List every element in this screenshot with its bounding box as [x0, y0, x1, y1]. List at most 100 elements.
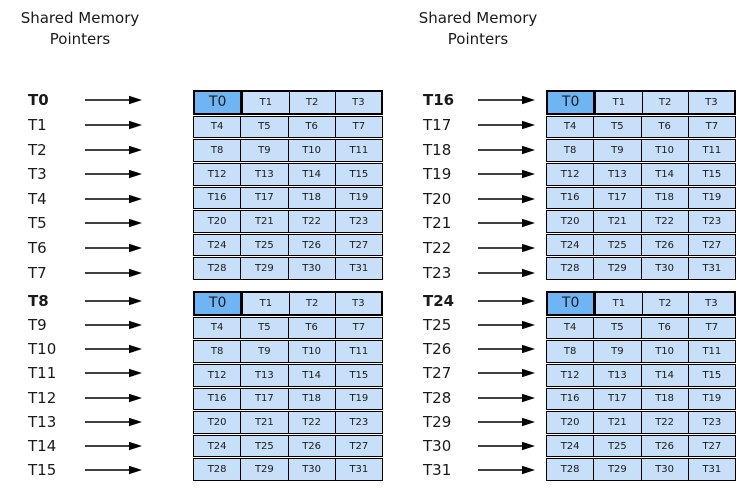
memory-cell: T10: [287, 341, 335, 362]
pointer-row: T0: [28, 88, 148, 113]
memory-cell: T8: [547, 341, 594, 362]
memory-cell: T20: [547, 412, 594, 433]
memory-cell: T27: [334, 435, 382, 457]
memory-cell: T26: [640, 435, 688, 457]
memory-cell: T21: [593, 211, 641, 232]
memory-cell: T24: [547, 234, 594, 256]
memory-cell: T26: [287, 234, 335, 256]
memory-cell: T19: [687, 187, 735, 209]
memory-cell: T4: [547, 317, 594, 339]
memory-cell: T20: [194, 211, 241, 232]
memory-cell: T16: [547, 388, 594, 410]
pointer-row: T27: [423, 361, 541, 385]
pointer-row: T20: [423, 187, 541, 212]
memory-cell: T7: [687, 116, 735, 138]
pointer-label: T10: [28, 340, 57, 359]
pointer-label: T0: [28, 91, 49, 110]
memory-cell: T25: [240, 435, 288, 457]
arrow-icon: [85, 194, 142, 204]
memory-cell: T16: [194, 388, 241, 410]
pointer-row: T22: [423, 236, 541, 261]
pointer-row: T12: [28, 386, 148, 410]
arrow-icon: [478, 268, 535, 277]
memory-cell: T28: [194, 258, 241, 279]
memory-cell: T13: [593, 163, 641, 185]
pointer-row: T31: [423, 458, 541, 482]
memory-cell: T30: [640, 258, 688, 279]
pointer-row: T24: [423, 289, 541, 313]
arrow-icon: [85, 441, 142, 451]
memory-cell: T3: [687, 92, 734, 113]
memory-cell: T6: [640, 317, 688, 339]
pointer-label: T24: [423, 292, 455, 311]
memory-cell: T28: [547, 459, 594, 480]
memory-cell: T5: [240, 317, 288, 339]
pointer-label: T13: [28, 412, 57, 431]
memory-cell: T2: [288, 92, 335, 113]
arrow-icon: [85, 296, 142, 306]
memory-cell: T27: [687, 234, 735, 256]
memory-cell: T15: [687, 364, 735, 386]
memory-cell: T9: [240, 140, 288, 161]
memory-cell: T3: [334, 293, 381, 314]
pointer-row: T14: [28, 434, 148, 458]
memory-cell: T11: [334, 341, 382, 362]
memory-cell: T29: [240, 258, 288, 279]
memory-cell: T4: [194, 317, 241, 339]
pointer-label: T12: [28, 388, 57, 407]
pointer-label: T28: [423, 388, 452, 407]
pointer-label: T2: [28, 140, 47, 159]
memory-cell: T5: [240, 116, 288, 138]
memory-cell: T22: [287, 211, 335, 232]
memory-cell: T21: [593, 412, 641, 433]
pointer-label: T19: [423, 165, 452, 184]
pointer-row: T15: [28, 458, 148, 482]
arrow-icon: [85, 417, 142, 426]
arrow-icon: [478, 296, 535, 306]
pointer-row: T13: [28, 410, 148, 434]
memory-cell: T1: [242, 92, 289, 113]
arrow-icon: [85, 145, 142, 154]
memory-cell: T31: [334, 459, 382, 480]
pointer-label: T30: [423, 436, 452, 455]
arrow-icon: [478, 465, 535, 475]
right-title: Shared Memory Pointers: [403, 8, 553, 50]
memory-cell: T23: [334, 211, 382, 232]
right-title-line2: Pointers: [447, 30, 509, 48]
memory-cell: T29: [593, 459, 641, 480]
memory-cell: T27: [687, 435, 735, 457]
memory-cell: T29: [240, 459, 288, 480]
memory-cell: T28: [194, 459, 241, 480]
arrow-icon: [85, 465, 142, 475]
arrow-icon: [478, 96, 535, 105]
arrow-icon: [478, 169, 535, 179]
memory-cell: T4: [547, 116, 594, 138]
memory-cell: T26: [640, 234, 688, 256]
pointer-row: T28: [423, 386, 541, 410]
memory-cell: T14: [287, 163, 335, 185]
pointer-label: T1: [28, 115, 47, 134]
memory-cell: T9: [593, 140, 641, 161]
memory-cell: T6: [287, 317, 335, 339]
memory-cell: T26: [287, 435, 335, 457]
pointer-row: T8: [28, 289, 148, 313]
memory-cell: T4: [194, 116, 241, 138]
memory-cell: T2: [288, 293, 335, 314]
memory-cell: T24: [547, 435, 594, 457]
memory-cell: T18: [640, 388, 688, 410]
arrow-icon: [85, 320, 142, 330]
